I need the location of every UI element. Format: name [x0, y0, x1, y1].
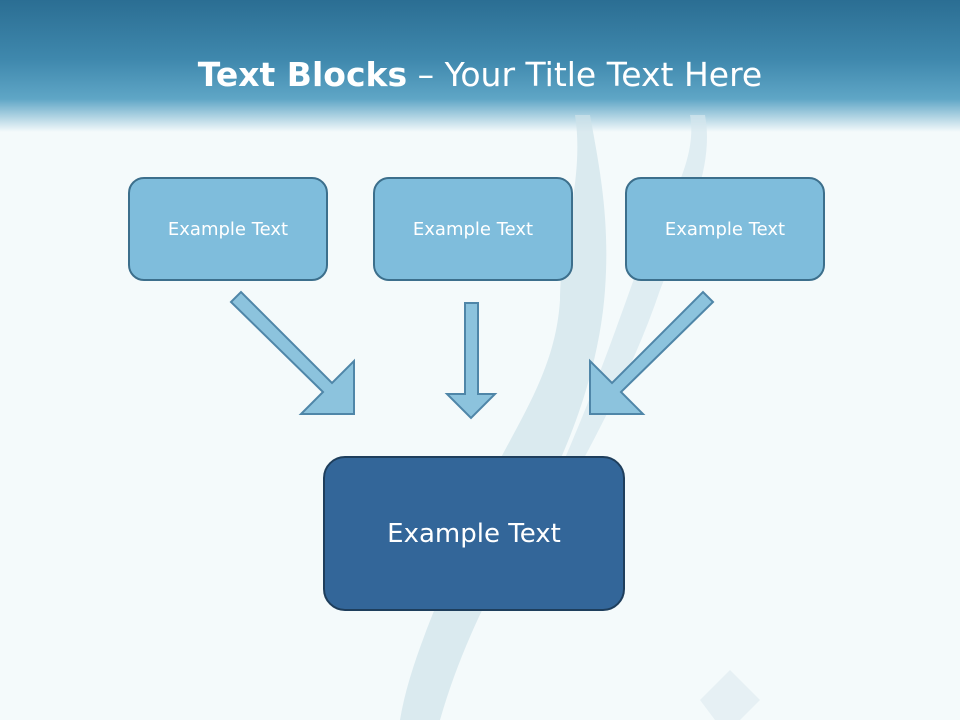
text-block-center[interactable]: Example Text: [323, 456, 625, 611]
slide-title: Text Blocks – Your Title Text Here: [0, 52, 960, 98]
text-block-left[interactable]: Example Text: [128, 177, 328, 281]
arrow-down-left-icon: [589, 290, 715, 415]
arrow-down-icon: [444, 302, 498, 420]
text-block-middle-label: Example Text: [412, 218, 534, 240]
title-bold-text: Text Blocks: [197, 55, 408, 94]
title-separator: –: [407, 55, 445, 94]
arrow-down-right-icon: [229, 290, 355, 415]
text-block-center-label: Example Text: [387, 518, 561, 549]
text-block-left-label: Example Text: [167, 218, 289, 240]
text-block-right-label: Example Text: [664, 218, 786, 240]
text-block-middle[interactable]: Example Text: [373, 177, 573, 281]
text-block-right[interactable]: Example Text: [625, 177, 825, 281]
title-rest-text: Your Title Text Here: [444, 55, 763, 94]
header-banner: [0, 0, 960, 132]
